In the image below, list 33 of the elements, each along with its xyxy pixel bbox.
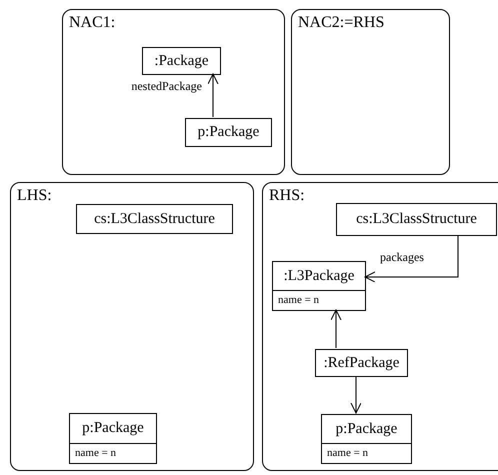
object-name: :L3Package [282, 266, 356, 286]
association-arrow [208, 74, 218, 118]
object-box [336, 203, 497, 236]
attribute-text: name = n [273, 290, 365, 310]
frame-title: RHS: [269, 187, 305, 205]
object-box [69, 413, 157, 464]
rule-frame [291, 9, 450, 175]
frame-title: NAC1: [69, 14, 116, 32]
object-box [272, 261, 366, 311]
association-arrow [330, 310, 342, 348]
object-name: p:Package [196, 123, 260, 142]
association-arrow [350, 376, 362, 414]
rule-frame [262, 182, 498, 471]
object-name: p:Package [334, 420, 398, 438]
attribute-text: name = n [70, 443, 156, 463]
object-box [142, 47, 221, 75]
object-name: p:Package [81, 419, 145, 438]
attribute-text: name = n [322, 443, 411, 463]
object-name: :Package [153, 52, 210, 70]
rule-frame [62, 9, 285, 175]
rule-frame [10, 182, 254, 471]
frame-title: NAC2:=RHS [298, 14, 384, 32]
object-name: :RefPackage [322, 354, 400, 372]
object-name: cs:L3ClassStructure [93, 210, 216, 228]
object-box [185, 118, 272, 147]
object-box [315, 349, 408, 377]
association-arrow [364, 234, 458, 282]
object-box [321, 414, 412, 464]
object-name: cs:L3ClassStructure [355, 210, 478, 229]
frame-title: LHS: [17, 187, 52, 205]
object-box [76, 204, 233, 234]
edge-label: nestedPackage [130, 80, 203, 93]
edge-label: packages [379, 251, 425, 264]
